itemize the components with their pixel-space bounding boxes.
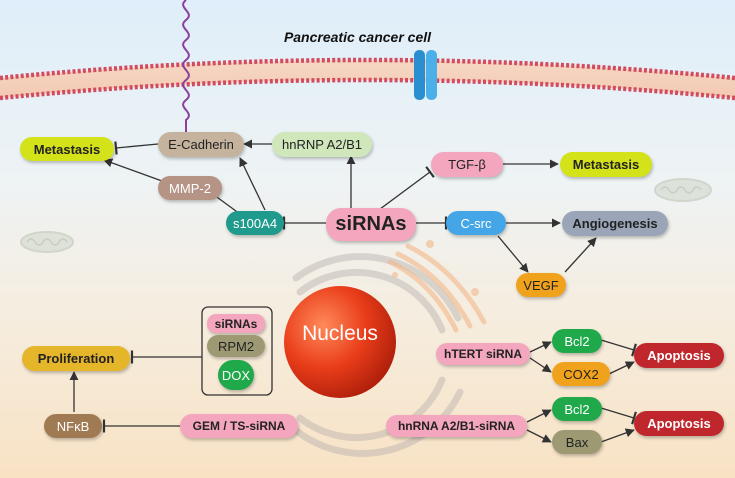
node-hnrnp-a2-b1: hnRNP A2/B1: [272, 132, 372, 157]
nucleus-label: Nucleus: [302, 322, 378, 345]
diagram-title: Pancreatic cancer cell: [283, 29, 432, 45]
node-box-rpm2: RPM2: [207, 335, 265, 357]
node-box-sirnas: siRNAs: [207, 314, 265, 333]
node-proliferation: Proliferation: [22, 346, 130, 371]
mitochondrion-icon: [654, 178, 712, 202]
nucleus-icon: [284, 286, 396, 398]
node-tgf-beta: TGF-β: [431, 152, 503, 177]
endoplasmic-reticulum-icon: [292, 253, 464, 457]
drug-group-box: [201, 306, 273, 396]
e-cadherin-filament-icon: [182, 0, 190, 138]
cell-membrane: [0, 57, 735, 101]
node-nfkb: NFκB: [44, 414, 102, 438]
golgi-apparatus-icon: [387, 240, 487, 333]
node-bcl2-bottom: Bcl2: [552, 397, 602, 421]
node-metastasis-left: Metastasis: [20, 137, 114, 161]
node-cox2: COX2: [552, 362, 610, 386]
node-metastasis-right: Metastasis: [560, 152, 652, 177]
connectors: [69, 139, 637, 443]
node-e-cadherin: E-Cadherin: [158, 132, 244, 157]
node-bax: Bax: [552, 430, 602, 454]
node-apoptosis-bottom: Apoptosis: [634, 411, 724, 436]
node-htert-sirna: hTERT siRNA: [436, 343, 530, 365]
node-angiogenesis: Angiogenesis: [562, 211, 668, 236]
node-mmp-2: MMP-2: [158, 176, 222, 200]
node-hnrna-a2-b1-sirna: hnRNA A2/B1-siRNA: [386, 415, 527, 437]
membrane-channel-icon: [414, 50, 437, 100]
node-sirnas-center: siRNAs: [326, 208, 416, 241]
node-apoptosis-top: Apoptosis: [634, 343, 724, 368]
node-gem-ts-sirna: GEM / TS-siRNA: [180, 414, 298, 438]
node-c-src: C-src: [446, 211, 506, 235]
node-vegf: VEGF: [516, 273, 566, 297]
node-box-dox: DOX: [218, 360, 254, 390]
node-bcl2-top: Bcl2: [552, 329, 602, 353]
mitochondrion-icon: [20, 231, 74, 253]
node-s100a4: s100A4: [226, 211, 284, 235]
